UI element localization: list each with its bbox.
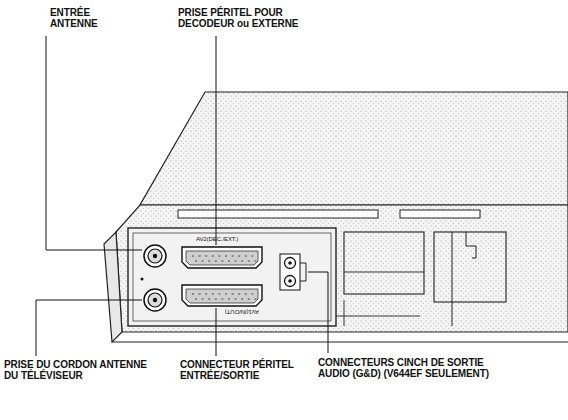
callout-label: CONNECTEUR PÉRITEL ENTRÉE/SORTIE	[180, 360, 320, 382]
rear-face	[116, 205, 568, 332]
callout-label: PRISE DU CORDON ANTENNE DU TÉLÉVISEUR	[4, 360, 154, 382]
callout-label: PRISE PÉRITEL POUR DECODEUR ou EXTERNE	[178, 8, 328, 30]
callout-label: ENTRÉE ANTENNE	[50, 8, 116, 30]
rca-connector	[280, 254, 306, 290]
panel-marking: AV2(DEC./EXT.)	[196, 236, 256, 242]
antenna-connector	[141, 245, 167, 311]
connector-panel	[128, 228, 336, 326]
scart-connector	[182, 247, 262, 306]
top-surface	[140, 92, 568, 205]
leader-line	[36, 36, 328, 356]
side-face	[104, 232, 122, 342]
callout-label: CONNECTEURS CINCH DE SORTIE AUDIO (G&D) …	[318, 358, 490, 380]
panel-marking: AV1(IN/OUT)	[199, 309, 259, 315]
